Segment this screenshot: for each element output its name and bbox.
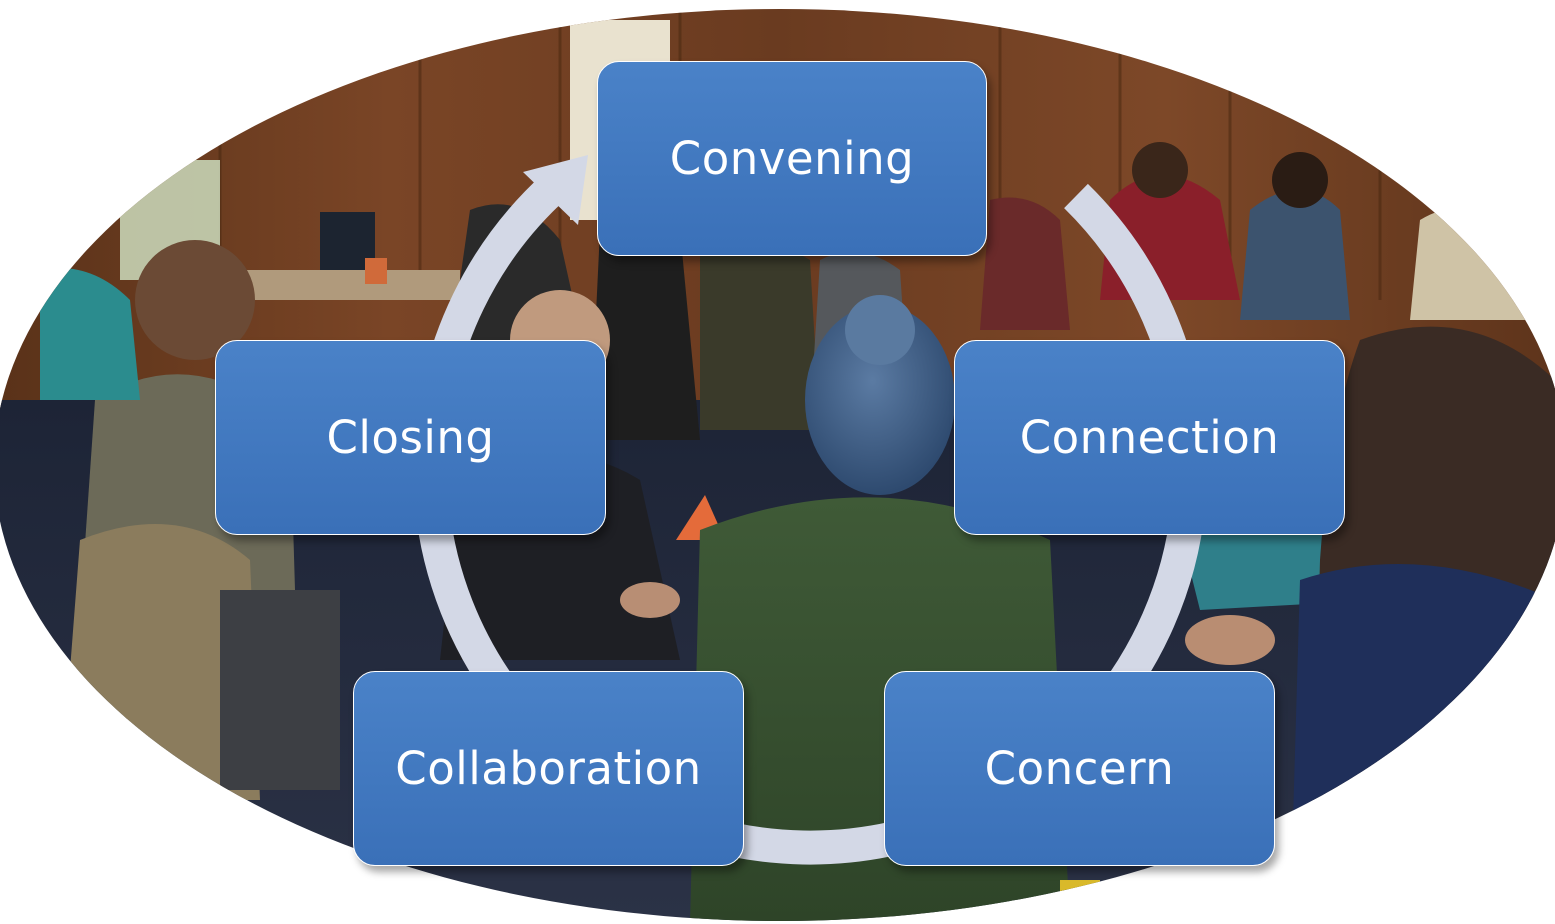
- stage-collaboration-box: Collaboration: [353, 671, 744, 866]
- stage-convening-box: Convening: [597, 61, 987, 256]
- stage-collaboration-label: Collaboration: [395, 742, 702, 795]
- stage-concern-box: Concern: [884, 671, 1275, 866]
- stage-concern-label: Concern: [984, 742, 1175, 795]
- stage-closing-box: Closing: [215, 340, 606, 535]
- stage-convening-label: Convening: [669, 132, 915, 185]
- stage-connection-box: Connection: [954, 340, 1345, 535]
- stage-closing-label: Closing: [326, 411, 495, 464]
- stage-connection-label: Connection: [1019, 411, 1280, 464]
